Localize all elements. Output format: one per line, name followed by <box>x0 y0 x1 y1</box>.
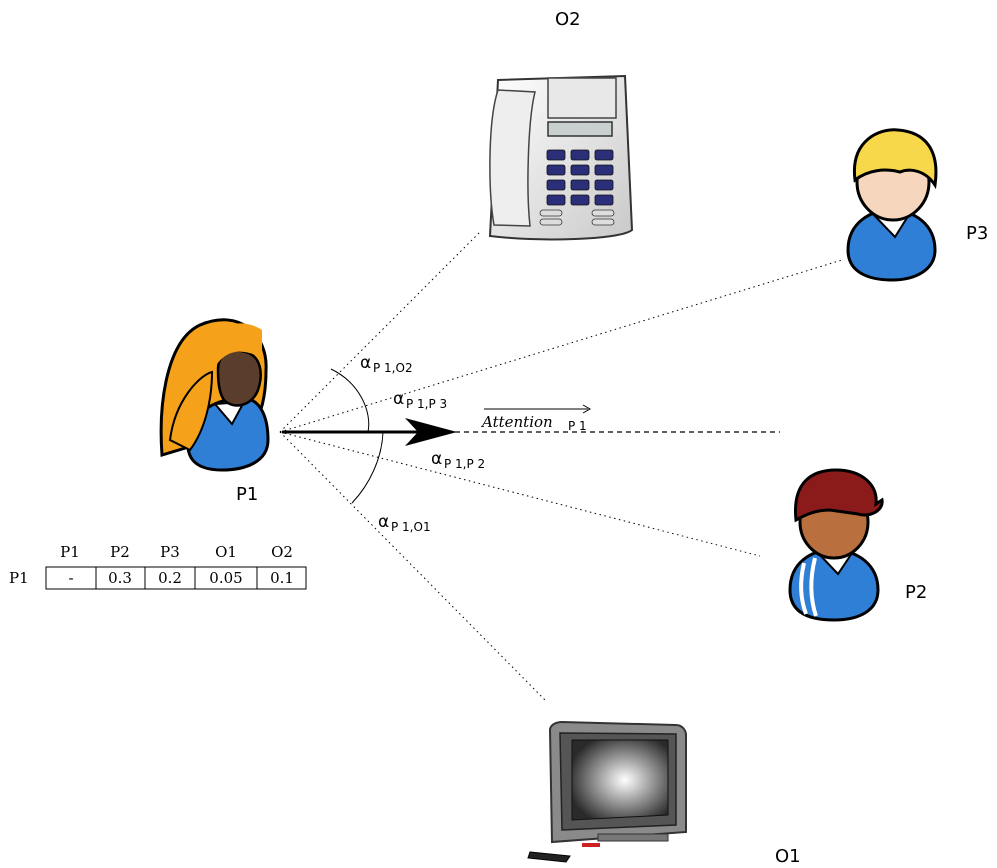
table-header-row: P1 P2 P3 O1 O2 <box>60 543 293 561</box>
label-p3: P3 <box>966 223 988 244</box>
angle-label-p2: α P 1,P 2 <box>431 449 485 471</box>
table-header-cell: O2 <box>271 543 293 561</box>
sight-line-p2 <box>279 431 761 557</box>
telephone-icon <box>488 74 634 241</box>
person-p1-icon <box>159 318 270 472</box>
label-o1: O1 <box>775 846 801 867</box>
table-row-label: P1 <box>9 569 29 587</box>
table-header-cell: P2 <box>110 543 130 561</box>
alpha-symbol: α <box>360 353 371 373</box>
alpha-subscript: P 1,P 3 <box>406 397 447 411</box>
table-cell: 0.1 <box>270 569 294 587</box>
label-p1: P1 <box>236 484 258 505</box>
angle-label-o2: α P 1,O2 <box>360 353 413 375</box>
table-header-cell: O1 <box>215 543 237 561</box>
attention-label: Attention P 1 <box>480 404 592 433</box>
sight-line-p3 <box>279 259 843 433</box>
attention-text: Attention <box>480 413 553 431</box>
sight-lines <box>279 231 843 701</box>
person-p3-icon <box>846 128 938 282</box>
person-p2-icon <box>788 468 884 622</box>
alpha-symbol: α <box>431 449 442 469</box>
table-header-cell: P1 <box>60 543 80 561</box>
attention-subscript: P 1 <box>568 419 587 433</box>
label-o2: O2 <box>555 9 581 30</box>
alpha-subscript: P 1,O1 <box>391 520 431 534</box>
angle-arc-o2 <box>330 368 370 433</box>
table-cell: - <box>68 569 73 587</box>
angle-label-p3: α P 1,P 3 <box>393 389 447 411</box>
alpha-symbol: α <box>393 389 404 409</box>
sight-line-o2 <box>279 231 481 433</box>
angle-label-o1: α P 1,O1 <box>378 512 431 534</box>
alpha-subscript: P 1,O2 <box>373 361 413 375</box>
table-cell: 0.3 <box>108 569 132 587</box>
angle-arc-o1 <box>351 431 384 504</box>
television-icon <box>527 720 687 863</box>
alpha-subscript: P 1,P 2 <box>444 457 485 471</box>
attention-arrow <box>282 418 457 446</box>
table-cell: 0.2 <box>158 569 182 587</box>
sight-line-o1 <box>279 431 546 701</box>
attention-table: P1 P2 P3 O1 O2 P1 - 0.3 0.2 0.05 0.1 <box>9 543 307 590</box>
table-cell: 0.05 <box>209 569 242 587</box>
table-header-cell: P3 <box>160 543 180 561</box>
label-p2: P2 <box>905 582 927 603</box>
alpha-symbol: α <box>378 512 389 532</box>
table-row: - 0.3 0.2 0.05 0.1 <box>68 569 293 587</box>
